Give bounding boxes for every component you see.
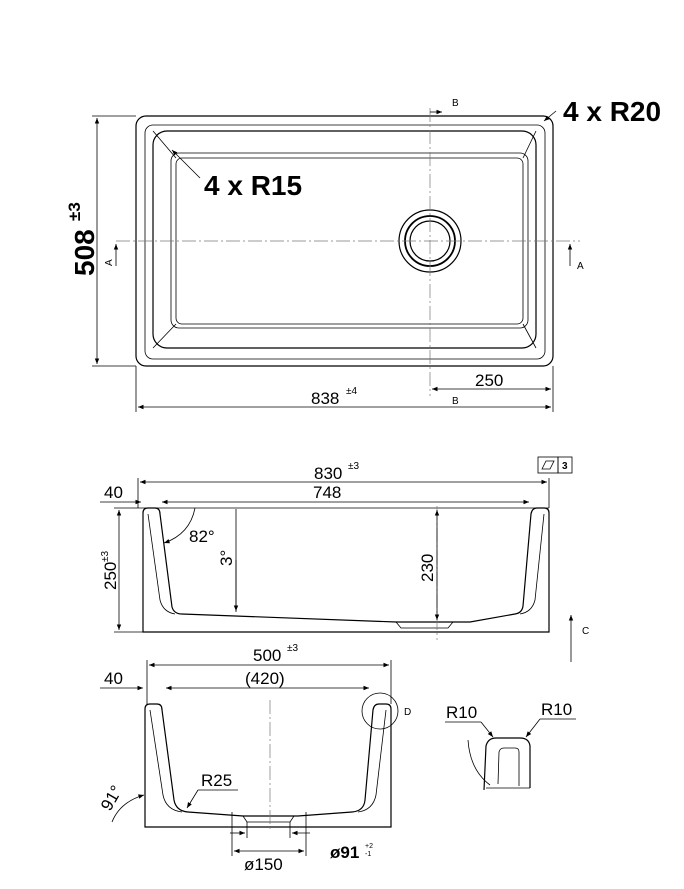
section-a-inner-width: 748 bbox=[313, 483, 341, 502]
flatness-value: 3 bbox=[562, 461, 568, 472]
view-c-label: C bbox=[582, 626, 589, 637]
section-a-wall-angle: 82° bbox=[189, 527, 215, 546]
width-dimension: 838 bbox=[311, 389, 339, 408]
drain-offset-dimension: 250 bbox=[475, 371, 503, 390]
detail-d-radius-left: R10 bbox=[446, 703, 477, 722]
detail-d-rim-profile bbox=[483, 737, 531, 791]
section-a-view: 830 ±3 748 40 3 250 ±3 82° 3° bbox=[100, 456, 589, 662]
section-b-hole-tol-minus: -1 bbox=[365, 851, 371, 858]
section-a-label-right: A bbox=[577, 261, 584, 272]
width-tolerance: ±4 bbox=[346, 386, 357, 397]
section-b-outer-width-tol: ±3 bbox=[287, 643, 298, 654]
section-a-slope: 3° bbox=[217, 550, 236, 566]
section-a-rim: 40 bbox=[104, 483, 123, 502]
detail-d-marker bbox=[361, 692, 399, 730]
detail-d-label: D bbox=[404, 707, 411, 718]
section-b-outer-width: 500 bbox=[253, 646, 281, 665]
height-tolerance: ±3 bbox=[65, 202, 84, 221]
section-b-radius: R25 bbox=[201, 771, 232, 790]
section-b-label-bottom: B bbox=[452, 396, 459, 407]
section-b-drain-dia: ø150 bbox=[244, 855, 283, 874]
section-b-angle: 91° bbox=[97, 782, 126, 814]
detail-d-radius-right: R10 bbox=[541, 700, 572, 719]
section-a-height: 250 bbox=[101, 562, 120, 590]
top-view: B B A A 4 x R20 4 x R15 508 ±3 838 ±4 25… bbox=[65, 96, 661, 412]
section-a-label-left: A bbox=[104, 259, 115, 266]
section-a-outer-width: 830 bbox=[314, 464, 342, 483]
section-b-view: 500 ±3 (420) 40 D 91° R25 ø91 +2 -1 ø1 bbox=[97, 643, 411, 874]
section-b-label-top: B bbox=[452, 98, 459, 109]
section-b-outline bbox=[144, 703, 392, 828]
section-a-height-tol: ±3 bbox=[100, 551, 111, 562]
sink-rim-line bbox=[144, 124, 546, 360]
bowl-outer-edge bbox=[152, 130, 537, 349]
detail-d-arc bbox=[467, 739, 491, 786]
corner-radius-outer-label: 4 x R20 bbox=[563, 96, 661, 127]
corner-radius-inner-label: 4 x R15 bbox=[204, 170, 302, 201]
section-b-inner-width: (420) bbox=[245, 669, 285, 688]
section-b-hole-dia: ø91 bbox=[330, 843, 359, 862]
section-a-outer-width-tol: ±3 bbox=[348, 461, 359, 472]
detail-d-view: R10 R10 bbox=[445, 700, 576, 791]
flatness-value-box bbox=[557, 456, 573, 474]
section-b-rim: 40 bbox=[104, 669, 123, 688]
flatness-symbol-box bbox=[537, 456, 559, 474]
section-b-hole-tol-plus: +2 bbox=[365, 843, 373, 850]
bowl-inner-edge bbox=[170, 152, 529, 329]
section-a-depth: 230 bbox=[418, 554, 437, 582]
height-dimension: 508 bbox=[69, 229, 100, 276]
